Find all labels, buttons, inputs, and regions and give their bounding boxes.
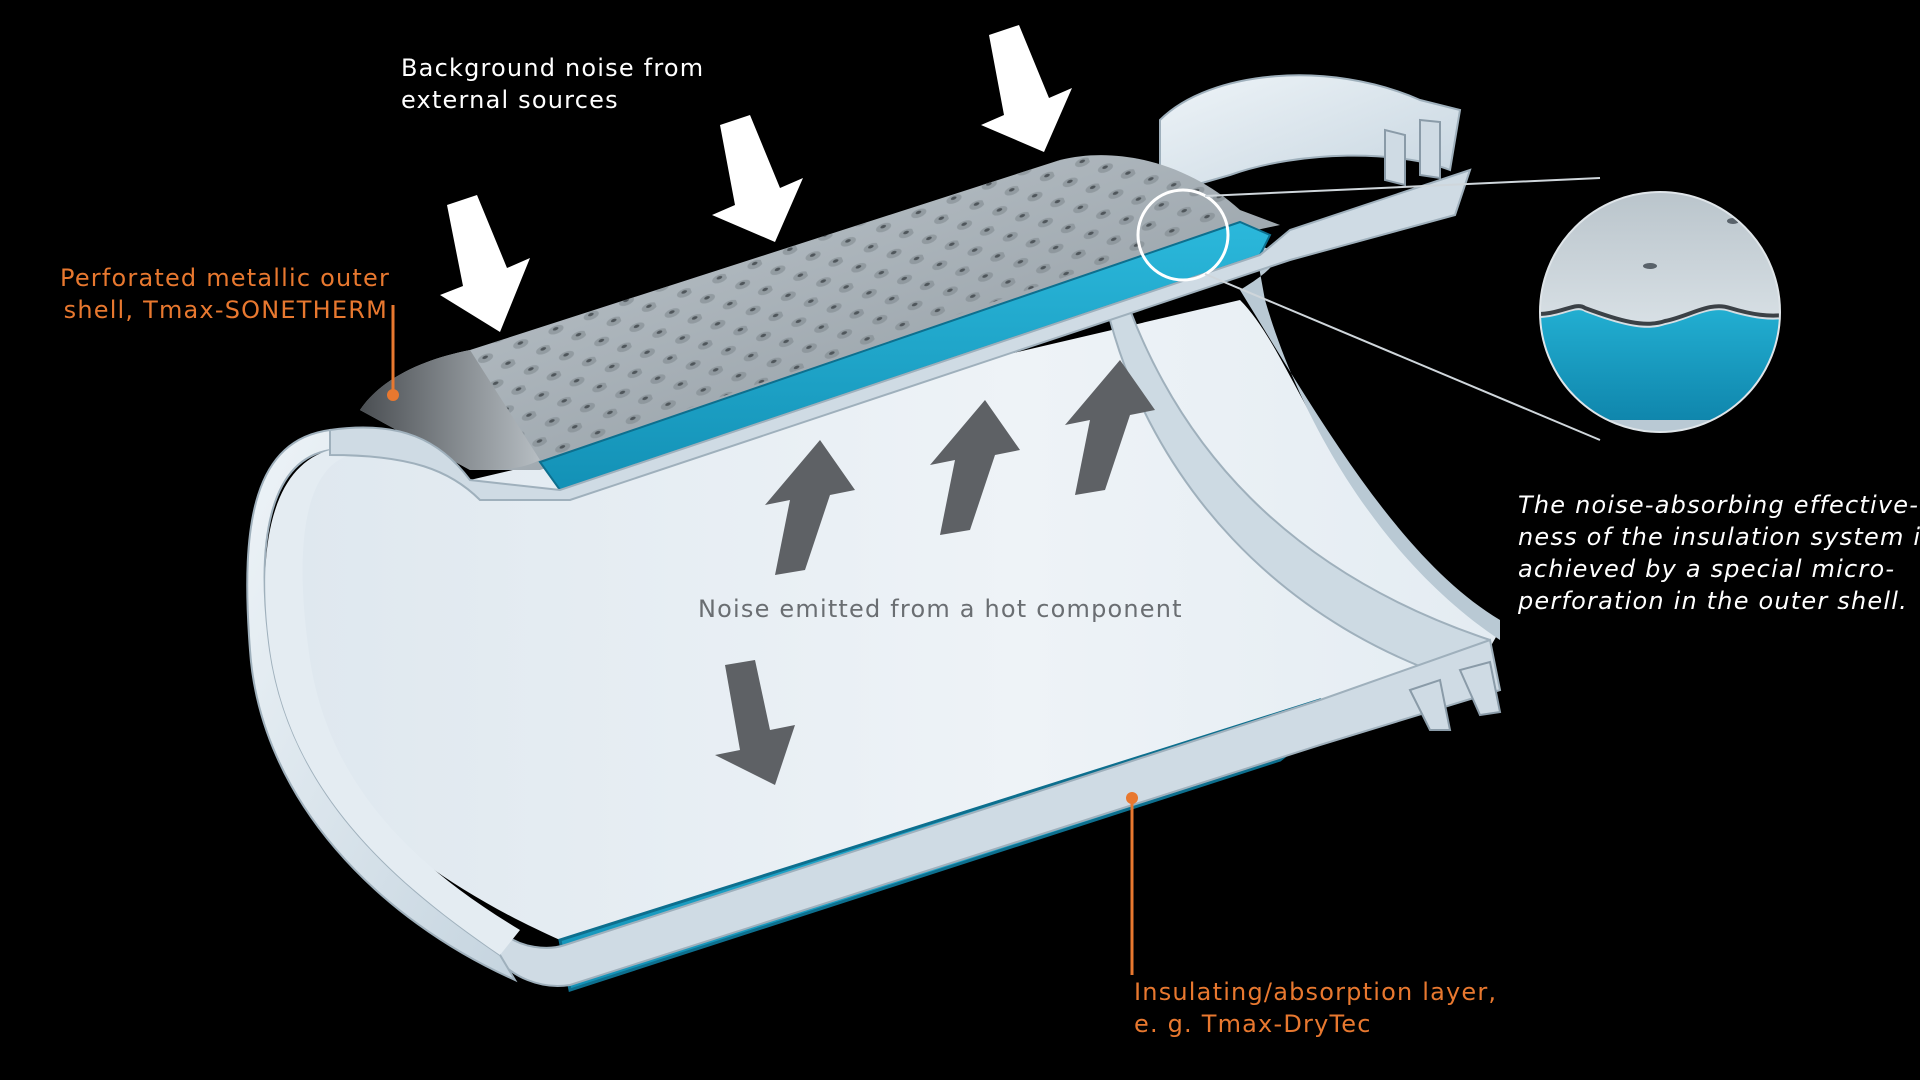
outbound-arrow-2: [930, 400, 1020, 535]
outbound-arrow-3: [1065, 360, 1155, 495]
outer-shell-dot: [387, 389, 399, 401]
outbound-arrow-down: [715, 660, 795, 785]
background-noise-label: Background noise from external sources: [401, 52, 704, 116]
perforation-pattern: [470, 155, 1240, 460]
zoom-source-circle: [1136, 188, 1230, 282]
background-noise-line-2: external sources: [401, 86, 619, 114]
zoom-detail-border: [1539, 191, 1781, 433]
insulation-top: [538, 220, 1272, 492]
front-rim: [246, 428, 518, 983]
zoom-detail: [1540, 192, 1780, 432]
zoom-connector-bottom: [1204, 273, 1601, 441]
insulating-dot: [1126, 792, 1138, 804]
arrow-up-icon: [930, 400, 1020, 535]
noise-emitted-text: Noise emitted from a hot component: [698, 595, 1183, 623]
insulating-layer-label: Insulating/absorption layer, e. g. Tmax-…: [1134, 976, 1497, 1040]
insulating-layer-line-1: Insulating/absorption layer,: [1134, 978, 1498, 1006]
effectiveness-line-4: perforation in the outer shell.: [1518, 587, 1908, 615]
outer-shell-label: Perforated metallic outer shell, Tmax-SO…: [60, 262, 391, 326]
arrow-down-right-icon: [440, 195, 530, 332]
outer-shell-line-2: shell, Tmax-SONETHERM: [63, 296, 388, 324]
rear-flange-lip: [1384, 118, 1441, 187]
bottom-flange-lip: [1408, 660, 1502, 731]
effectiveness-line-1: The noise-absorbing effective-: [1518, 491, 1920, 519]
effectiveness-note: The noise-absorbing effective- ness of t…: [1518, 489, 1920, 617]
zoom-connector-top: [1204, 177, 1601, 197]
arrow-down-right-icon: [981, 25, 1072, 152]
arrow-down-right-icon: [712, 115, 803, 242]
inbound-arrow-3: [981, 25, 1072, 152]
arrow-up-icon: [765, 440, 855, 575]
front-rim-inner: [265, 450, 520, 955]
arrow-up-icon: [1065, 360, 1155, 495]
shell-top-rim: [329, 168, 1472, 501]
outbound-arrow-1: [765, 440, 855, 575]
noise-emitted-label: Noise emitted from a hot component: [698, 593, 1183, 625]
shell-bottom-rim: [499, 638, 1502, 987]
inbound-arrow-1: [440, 195, 530, 332]
rear-flange: [1159, 74, 1462, 197]
effectiveness-line-3: achieved by a special micro-: [1518, 555, 1896, 583]
background-noise-line-1: Background noise from: [401, 54, 705, 82]
arrow-down-right-icon: [715, 660, 795, 785]
inbound-arrow-2: [712, 115, 803, 242]
effectiveness-line-2: ness of the insulation system is: [1518, 523, 1920, 551]
insulating-layer-line-2: e. g. Tmax-DryTec: [1134, 1010, 1372, 1038]
outer-shell-line-1: Perforated metallic outer: [60, 264, 391, 292]
outer-shell-front-edge: [360, 350, 540, 470]
